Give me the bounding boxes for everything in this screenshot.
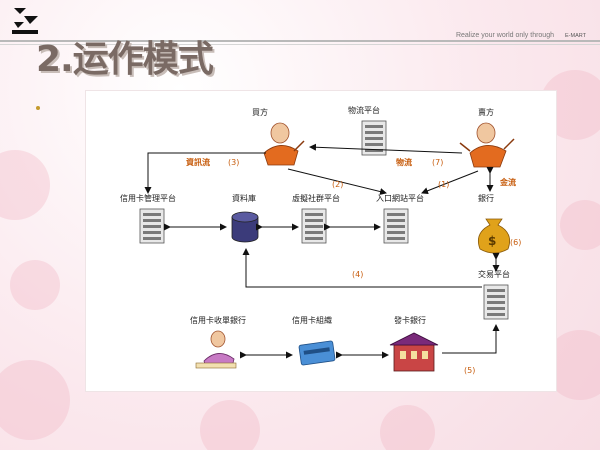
issuer-bank-building-icon [389, 332, 439, 372]
step-number-7: (7) [432, 158, 443, 167]
svg-text:$: $ [488, 234, 496, 248]
step-number-5: (5) [464, 366, 475, 375]
brand-name: E-MART [565, 33, 586, 39]
label-database: 資料庫 [232, 193, 256, 203]
label-bank: 銀行 [478, 193, 494, 203]
header-rule-thin [0, 44, 600, 45]
label-card-management: 信用卡管理平台 [120, 193, 176, 203]
arrow-info-flow [144, 152, 266, 194]
flow-label-money: 金流 [499, 177, 516, 187]
credit-card-icon [298, 340, 336, 366]
arrow-trade-database [242, 248, 482, 288]
operation-model-diagram: 買方 物流平台 賣方 信用卡管理平台 資料庫 虛擬社群平台 入口網站平台 銀行 … [120, 105, 521, 375]
page-title: 2.运作模式 [36, 39, 214, 80]
step-number-6: (6) [510, 238, 521, 247]
label-acquirer-bank: 信用卡收單銀行 [190, 315, 246, 325]
diagram-arrows [144, 143, 500, 359]
card-management-server-icon [139, 208, 165, 244]
community-server-icon [301, 208, 327, 244]
flow-label-goods: 物流 [396, 157, 412, 167]
arrow-goods-flow [309, 143, 463, 154]
arrow-buyer-portal [287, 168, 387, 195]
label-community: 虛擬社群平台 [292, 193, 340, 203]
step-number-1: (1) [438, 180, 449, 189]
diagram-panel: 買方 物流平台 賣方 信用卡管理平台 資料庫 虛擬社群平台 入口網站平台 銀行 … [85, 90, 557, 392]
tagline: Realize your world only through [455, 32, 554, 39]
portal-server-icon [383, 208, 409, 244]
step-number-4: (4) [352, 270, 363, 279]
label-issuer-bank: 發卡銀行 [394, 315, 426, 325]
trade-server-icon [483, 284, 509, 320]
database-cylinder-icon [231, 211, 259, 243]
bullet-dot [36, 106, 40, 110]
logo-icon [12, 8, 38, 34]
arrow-seller-portal [421, 170, 479, 195]
label-portal: 入口網站平台 [376, 193, 424, 203]
label-seller: 賣方 [478, 107, 494, 117]
seller-person-icon [459, 122, 515, 168]
arrow-issuer-trade [442, 324, 500, 354]
header-rule [0, 40, 600, 42]
label-trade-platform: 交易平台 [478, 269, 510, 279]
label-logistics-platform: 物流平台 [348, 105, 380, 115]
label-card-org: 信用卡組織 [292, 315, 332, 325]
step-number-2: (2) [332, 180, 343, 189]
buyer-person-icon [263, 122, 305, 166]
flow-label-info: 資訊流 [186, 157, 210, 167]
money-bag-icon: $ [477, 218, 511, 254]
label-buyer: 買方 [252, 107, 268, 117]
acquirer-bank-person-icon [195, 330, 237, 369]
step-number-3: (3) [228, 158, 239, 167]
